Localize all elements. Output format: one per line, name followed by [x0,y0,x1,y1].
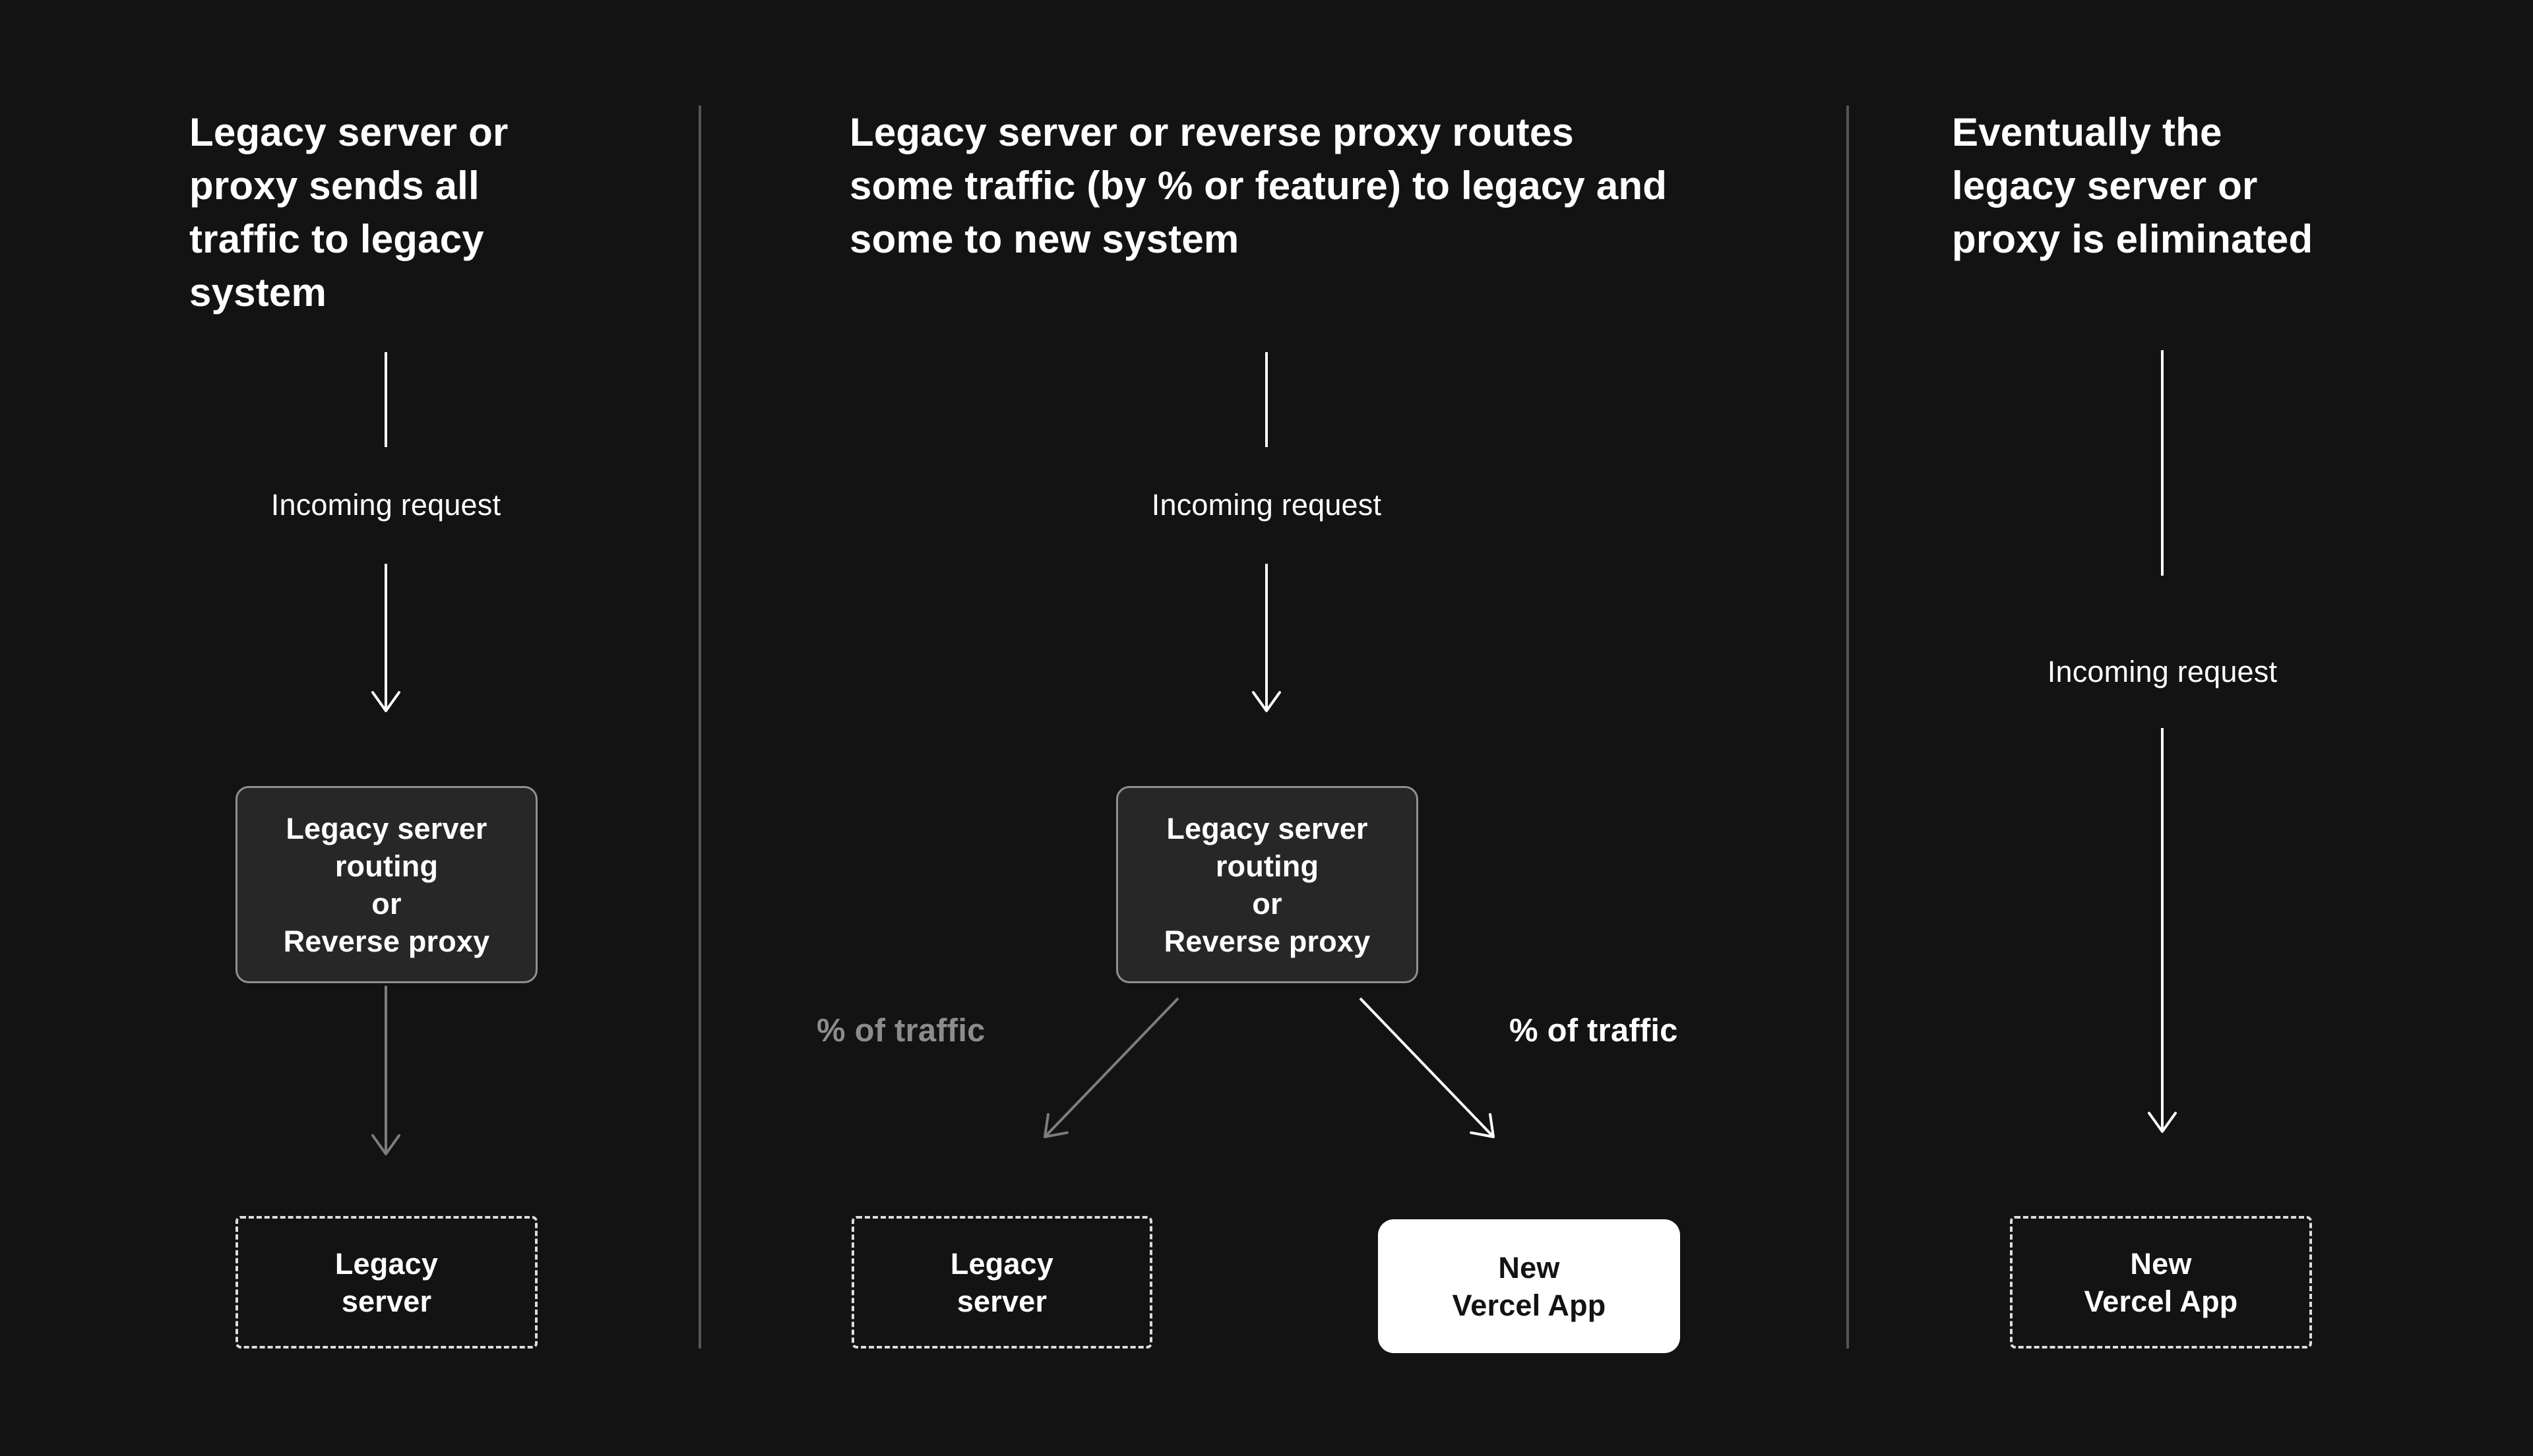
col1-heading-line: system [189,270,327,315]
legacy-box-line: Legacy [334,1246,439,1281]
routing-box-line: routing [334,849,439,883]
routing-box-line: Legacy server [1166,811,1368,845]
col2-incoming-request-label: Incoming request [1151,488,1382,522]
routing-box-line: Reverse proxy [283,924,490,958]
col2-arrow-diagonal-left-icon [1044,997,1179,1138]
col2-legacy-server-box: Legacy server [852,1216,1152,1349]
routing-box-line: Legacy server [286,811,487,845]
legacy-box-line: server [341,1284,432,1318]
col2-heading-line: Legacy server or reverse proxy routes [850,110,1575,154]
legacy-box-line: server [956,1284,1048,1318]
col1-incoming-request-label: Incoming request [270,488,501,522]
col3-new-vercel-app-box: New Vercel App [2010,1216,2312,1349]
col1-heading: Legacy server or proxy sends all traffic… [189,106,509,319]
col1-heading-line: proxy sends all [189,164,480,208]
routing-box-line: routing [1215,849,1319,883]
legacy-box-line: Legacy [950,1246,1054,1281]
col3-heading: Eventually the legacy server or proxy is… [1952,106,2313,266]
col1-heading-line: traffic to legacy [189,217,484,261]
col1-heading-line: Legacy server or [189,110,509,154]
vercel-box-line: New [2130,1246,2192,1281]
col3-incoming-request-label: Incoming request [2047,655,2278,688]
vercel-box-line: Vercel App [1452,1288,1606,1322]
col1-routing-box: Legacy server routing or Reverse proxy [235,786,538,983]
col3-heading-line: proxy is eliminated [1952,217,2313,261]
routing-box-line: or [1252,886,1282,921]
col2-heading-line: some to new system [850,217,1239,261]
col2-traffic-label-right: % of traffic [1509,1013,1678,1048]
col2-traffic-label-left: % of traffic [817,1013,985,1048]
col2-routing-box: Legacy server routing or Reverse proxy [1116,786,1418,983]
routing-box-line: or [371,886,402,921]
col3-heading-line: legacy server or [1952,164,2258,208]
col3-heading-line: Eventually the [1952,110,2222,154]
col2-heading: Legacy server or reverse proxy routes so… [850,106,1667,266]
vercel-box-line: Vercel App [2084,1284,2238,1318]
col2-heading-line: some traffic (by % or feature) to legacy… [850,164,1668,208]
vercel-box-line: New [1498,1250,1560,1285]
col1-legacy-server-box: Legacy server [235,1216,538,1349]
col2-arrow-diagonal-right-icon [1359,997,1495,1138]
col2-new-vercel-app-box: New Vercel App [1378,1219,1680,1353]
routing-box-line: Reverse proxy [1164,924,1371,958]
